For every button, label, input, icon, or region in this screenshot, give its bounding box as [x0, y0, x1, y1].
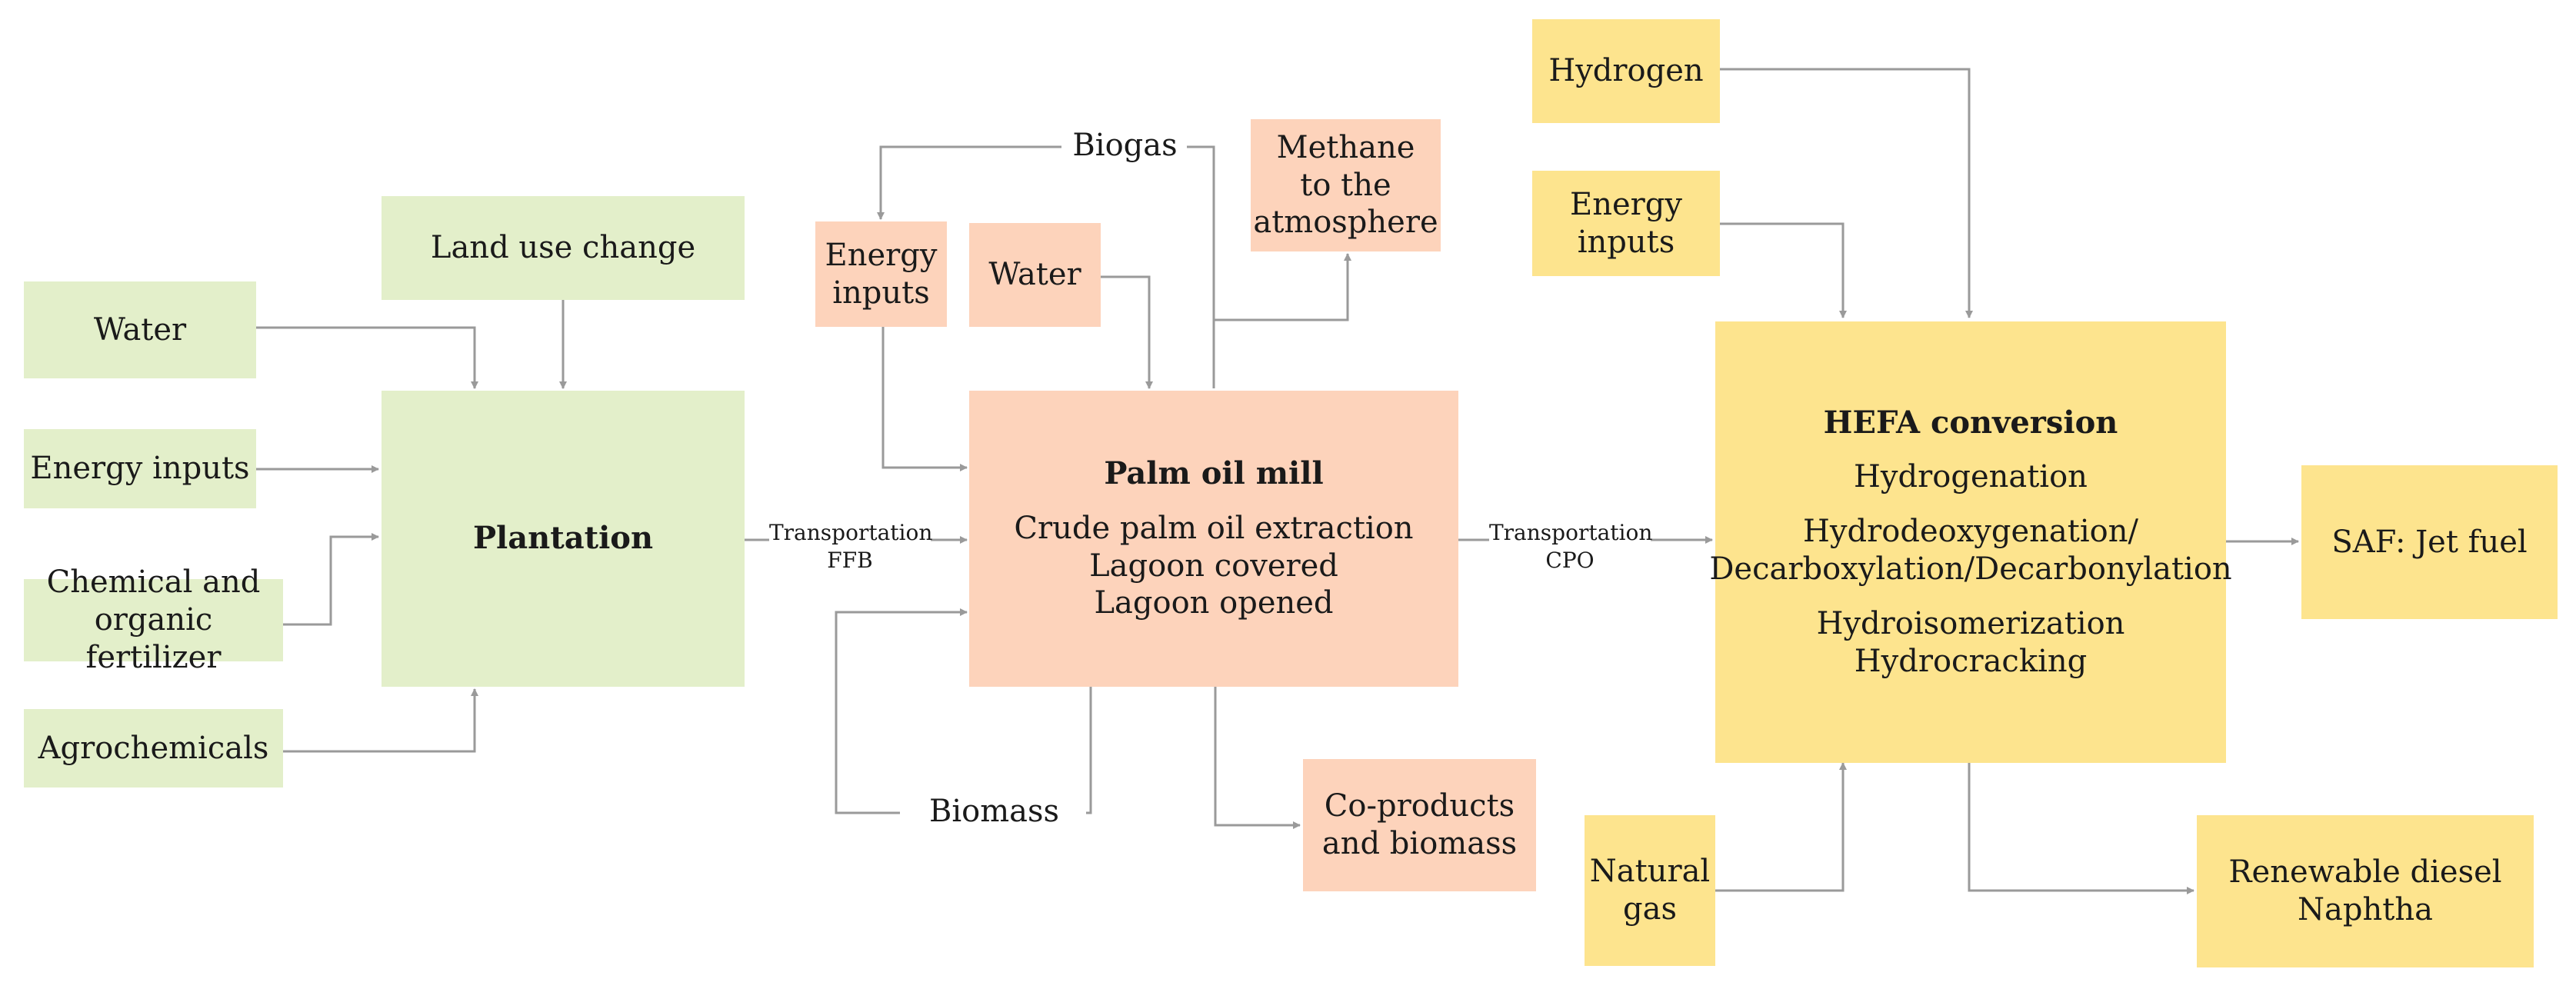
hefa-energy-inputs-line-2: inputs — [1577, 224, 1675, 260]
natural-gas-line-1: Natural — [1589, 854, 1711, 890]
methane-box: Methane to the atmosphere — [1251, 119, 1441, 251]
hefa-energy-inputs-box: Energy inputs — [1532, 171, 1720, 276]
hefa-energy-inputs-line-1: Energy — [1570, 186, 1682, 222]
arrow-biomass-back-to-mill — [835, 608, 968, 814]
arrow-agrochemicals-to-plantation — [283, 688, 478, 753]
land-use-change-label: Land use change — [430, 230, 696, 266]
arrow-water-to-plantation — [256, 326, 478, 389]
arrow-biogas-to-energy — [877, 145, 1061, 220]
mill-water-label: Water — [988, 257, 1081, 293]
mill-energy-inputs-box: Energy inputs — [815, 221, 947, 327]
renewable-diesel-box: Renewable diesel Naphtha — [2197, 815, 2534, 967]
coproducts-box: Co-products and biomass — [1303, 759, 1536, 891]
arrow-hefa-energy-to-hefa — [1720, 222, 1847, 318]
mill-line-2: Lagoon covered — [1089, 548, 1338, 584]
plantation-box: Plantation — [382, 391, 745, 687]
mill-energy-inputs-line-2: inputs — [832, 275, 930, 311]
energy-inputs-box: Energy inputs — [24, 429, 256, 508]
hydrogen-label: Hydrogen — [1548, 53, 1704, 89]
mill-energy-inputs-line-1: Energy — [825, 237, 938, 273]
methane-line-2: to the — [1300, 167, 1391, 203]
natural-gas-line-2: gas — [1623, 891, 1677, 927]
hefa-line-hydrocracking: Hydrocracking — [1854, 643, 2088, 679]
hefa-line-decarboxylation: Decarboxylation/Decarbonylation — [1709, 551, 2232, 587]
water-label: Water — [93, 311, 187, 348]
coproducts-line-1: Co-products — [1324, 788, 1515, 824]
hefa-line-hydrogenation: Hydrogenation — [1854, 459, 2088, 495]
arrow-fertilizer-to-plantation — [283, 533, 379, 626]
renewable-diesel-line-2: Naphtha — [2298, 892, 2433, 927]
fertilizer-label-line-1: Chemical and — [46, 564, 261, 601]
arrow-mill-water-to-mill — [1101, 275, 1153, 389]
agrochemicals-box: Agrochemicals — [24, 709, 283, 788]
transport-cpo-line-1: Transportation — [1489, 520, 1653, 545]
saf-jet-fuel-box: SAF: Jet fuel — [2301, 465, 2558, 619]
transport-cpo-label: Transportation CPO — [1489, 519, 1653, 574]
coproducts-line-2: and biomass — [1321, 826, 1518, 861]
line-biogas-riser — [1187, 145, 1215, 388]
transport-cpo-line-2: CPO — [1545, 547, 1595, 573]
energy-inputs-label: Energy inputs — [30, 451, 250, 487]
line-biomass-out — [1086, 687, 1092, 814]
hydrogen-box: Hydrogen — [1532, 19, 1720, 123]
saf-jet-fuel-label: SAF: Jet fuel — [2331, 524, 2528, 560]
renewable-diesel-line-1: Renewable diesel — [2228, 854, 2502, 891]
arrow-hefa-to-diesel — [1968, 763, 2194, 894]
fertilizer-label-line-2: organic fertilizer — [85, 602, 222, 675]
methane-line-3: atmosphere — [1253, 205, 1438, 241]
transport-ffb-line-2: FFB — [827, 547, 873, 573]
plantation-title: Plantation — [472, 520, 654, 557]
biogas-label: Biogas — [1065, 127, 1185, 164]
agrochemicals-label: Agrochemicals — [38, 730, 269, 766]
hefa-conversion-box: HEFA conversion Hydrogenation Hydrodeoxy… — [1709, 321, 2232, 763]
water-box: Water — [24, 281, 256, 378]
land-use-change-box: Land use change — [382, 196, 745, 300]
mill-line-1: Crude palm oil extraction — [1014, 510, 1414, 546]
mill-line-3: Lagoon opened — [1094, 585, 1334, 621]
biomass-label: Biomass — [904, 793, 1085, 830]
natural-gas-box: Natural gas — [1585, 815, 1715, 966]
arrow-hydrogen-to-hefa — [1720, 68, 1973, 318]
fertilizer-box: Chemical and organic fertilizer — [24, 564, 283, 675]
hefa-conversion-title: HEFA conversion — [1823, 404, 2118, 441]
mill-water-box: Water — [969, 223, 1101, 327]
hefa-line-hydroisomerization: Hydroisomerization — [1816, 605, 2125, 641]
arrow-mill-energy-to-mill — [881, 327, 968, 471]
transport-ffb-line-1: Transportation — [769, 520, 933, 545]
palm-oil-mill-box: Palm oil mill Crude palm oil extraction … — [969, 391, 1458, 687]
hefa-line-hydrodeoxygenation: Hydrodeoxygenation/ — [1803, 514, 2138, 550]
arrow-gas-to-hefa — [1715, 762, 1847, 892]
palm-oil-mill-title: Palm oil mill — [1104, 455, 1324, 491]
methane-line-1: Methane — [1276, 129, 1415, 165]
arrow-mill-to-coproducts — [1214, 687, 1301, 829]
transport-ffb-label: Transportation FFB — [769, 519, 933, 574]
arrow-mill-to-methane — [1214, 253, 1351, 321]
